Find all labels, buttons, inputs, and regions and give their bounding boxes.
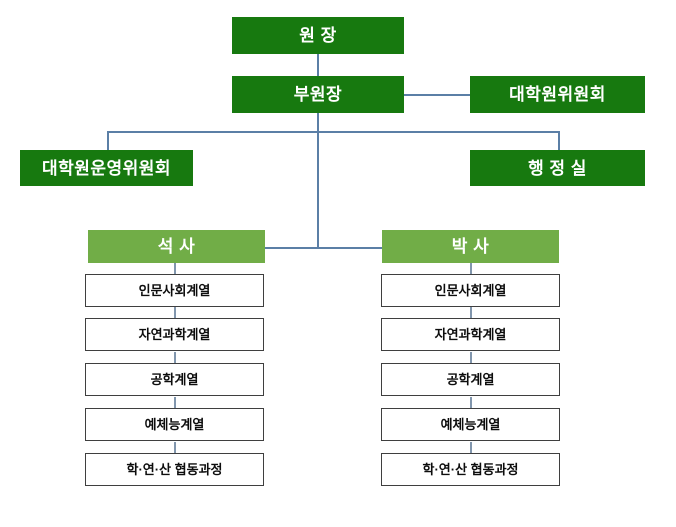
node-masters-program-0-label: 인문사회계열 (138, 283, 211, 298)
connector-doctoral-leaf-0 (470, 263, 472, 274)
node-doctoral-program-2[interactable]: 공학계열 (381, 363, 560, 396)
connector-committee-distribution-bar (107, 131, 559, 133)
node-steering-committee-label: 대학원운영위원회 (41, 158, 172, 178)
node-admin-office[interactable]: 행 정 실 (470, 150, 645, 186)
connector-masters-leaf-0 (174, 263, 176, 274)
node-masters-program-0[interactable]: 인문사회계열 (85, 274, 264, 307)
node-masters-label: 석 사 (157, 237, 196, 256)
node-doctoral-program-4[interactable]: 학·연·산 협동과정 (381, 453, 560, 486)
node-doctoral-program-0[interactable]: 인문사회계열 (381, 274, 560, 307)
node-masters[interactable]: 석 사 (88, 230, 265, 263)
node-doctoral-program-2-label: 공학계열 (446, 372, 495, 387)
node-graduate-committee-label: 대학원위원회 (509, 85, 606, 104)
connector-doctoral-leaf-2 (470, 352, 472, 363)
connector-masters-leaf-3 (174, 397, 176, 408)
node-graduate-committee[interactable]: 대학원위원회 (470, 76, 645, 113)
node-doctoral-program-4-label: 학·연·산 협동과정 (422, 462, 519, 477)
node-doctoral-program-1[interactable]: 자연과학계열 (381, 318, 560, 351)
connector-to-steering-committee (107, 131, 109, 150)
node-admin-office-label: 행 정 실 (528, 158, 587, 178)
connector-vice-trunk (317, 112, 319, 248)
node-director-label: 원 장 (299, 26, 337, 45)
node-masters-program-2-label: 공학계열 (150, 372, 199, 387)
connector-doctoral-leaf-1 (470, 307, 472, 318)
connector-to-admin-office (558, 131, 560, 150)
node-masters-program-1-label: 자연과학계열 (138, 327, 211, 342)
node-vice-director[interactable]: 부원장 (232, 76, 404, 113)
connector-doctoral-leaf-4 (470, 442, 472, 453)
connector-masters-leaf-2 (174, 352, 176, 363)
node-doctoral-program-1-label: 자연과학계열 (434, 327, 507, 342)
node-steering-committee[interactable]: 대학원운영위원회 (20, 150, 193, 186)
node-doctoral-program-3[interactable]: 예체능계열 (381, 408, 560, 441)
node-masters-program-4[interactable]: 학·연·산 협동과정 (85, 453, 264, 486)
node-masters-program-1[interactable]: 자연과학계열 (85, 318, 264, 351)
connector-vice-to-graduate-committee (404, 94, 471, 96)
node-doctoral-program-3-label: 예체능계열 (440, 417, 501, 432)
node-doctoral-program-0-label: 인문사회계열 (434, 283, 507, 298)
node-masters-program-3[interactable]: 예체능계열 (85, 408, 264, 441)
connector-masters-doctoral-bar (265, 247, 382, 249)
connector-masters-leaf-4 (174, 442, 176, 453)
node-director[interactable]: 원 장 (232, 17, 404, 54)
node-vice-director-label: 부원장 (293, 85, 343, 104)
node-masters-program-2[interactable]: 공학계열 (85, 363, 264, 396)
node-doctoral-label: 박 사 (451, 237, 490, 256)
node-masters-program-3-label: 예체능계열 (144, 417, 205, 432)
connector-director-to-vice (317, 53, 319, 78)
connector-masters-leaf-1 (174, 307, 176, 318)
node-masters-program-4-label: 학·연·산 협동과정 (126, 462, 223, 477)
connector-doctoral-leaf-3 (470, 397, 472, 408)
node-doctoral[interactable]: 박 사 (382, 230, 559, 263)
